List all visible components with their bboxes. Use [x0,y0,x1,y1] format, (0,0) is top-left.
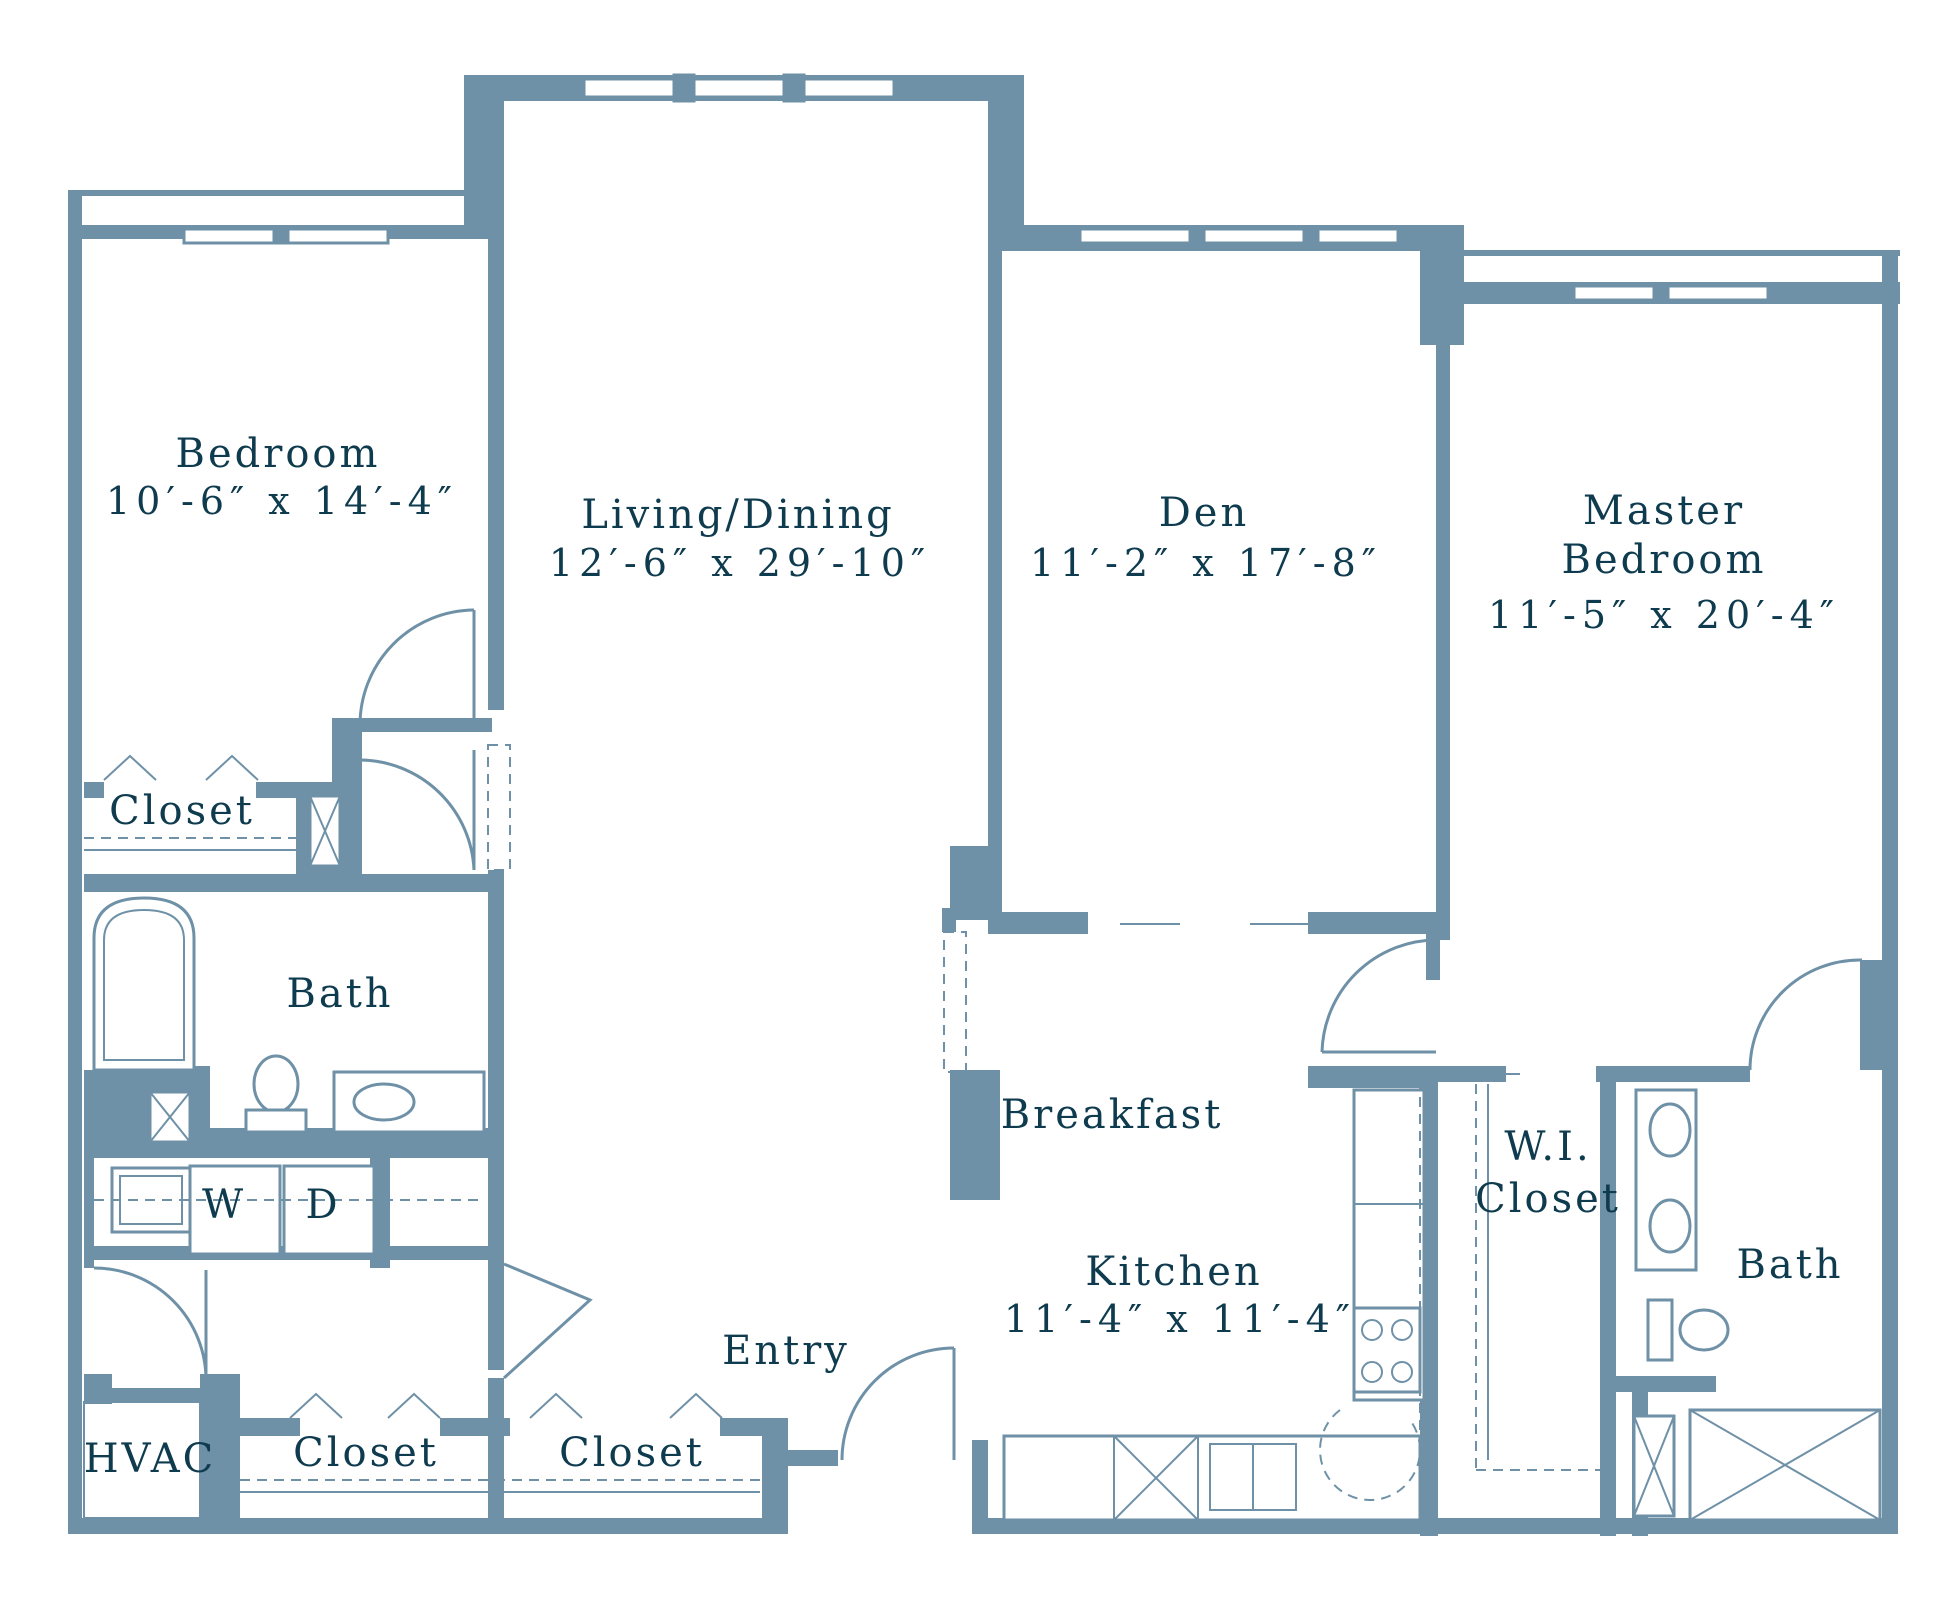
wi-closet-line1: W.I. [1504,1124,1591,1170]
bedroom-name: Bedroom [176,431,381,477]
fixtures [83,896,1882,1522]
living-dims: 12′-6″ x 29′-10″ [549,541,931,585]
bath-left-label: Bath [286,971,393,1017]
windows [182,73,1770,302]
bedroom-closet-label: Closet [109,788,255,834]
master-dims: 11′-5″ x 20′-4″ [1488,593,1840,637]
breakfast-label: Breakfast [1001,1092,1224,1138]
kitchen-dims: 11′-4″ x 11′-4″ [1004,1297,1356,1341]
master-name-line2: Bedroom [1562,537,1767,583]
hall-closet-2-label: Closet [559,1430,705,1476]
hvac-label: HVAC [84,1436,217,1482]
den-dims: 11′-2″ x 17′-8″ [1030,541,1382,585]
wi-closet-line2: Closet [1475,1176,1621,1222]
master-name-line1: Master [1583,488,1745,534]
entry-label: Entry [722,1328,850,1374]
living-name: Living/Dining [581,492,894,538]
bath-right-label: Bath [1736,1242,1843,1288]
doors [93,608,1864,1461]
den-name: Den [1159,490,1250,536]
kitchen-name: Kitchen [1085,1249,1262,1295]
bedroom-dims: 10′-6″ x 14′-4″ [106,479,458,523]
hall-closet-1-label: Closet [293,1430,439,1476]
washer-label: W [202,1182,246,1228]
dryer-label: D [305,1182,340,1228]
room-labels: Bedroom 10′-6″ x 14′-4″ Living/Dining 12… [84,431,1843,1482]
